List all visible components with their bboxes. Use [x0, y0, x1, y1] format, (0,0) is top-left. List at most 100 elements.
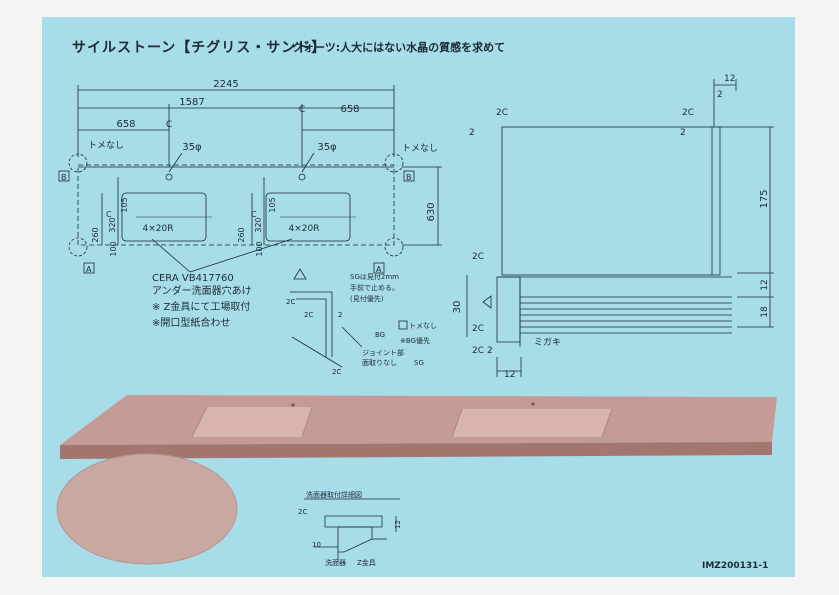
dim-320-right: 320 [254, 217, 263, 232]
edge-section [466, 79, 774, 377]
joint-2c-b: 2C [304, 311, 313, 319]
mount-dim-10: 10 [312, 541, 321, 549]
faucet-hole-render [531, 402, 535, 406]
joint-detail-labels: SGは見付2mm 手前で止める。 (見付優先) トメなし BG ※BG優先 ジョ… [286, 272, 437, 376]
center-mark: C [299, 105, 305, 115]
edge-section-labels: 12 2 2C 2C 2 2 175 12 18 30 2C 2C 2C 2 1… [452, 74, 770, 380]
joint-2c-c: 2C [332, 368, 341, 376]
dim-105-right: 105 [268, 197, 277, 212]
dim-2c-right: 2C [682, 108, 694, 118]
plan-labels: 2245 1587 658 658 C C 35φ 35φ トメなし トメなし … [61, 79, 438, 274]
dim-2c-a: 2C [472, 252, 484, 262]
faucet-hole-left [165, 173, 173, 181]
corner-circle [384, 153, 404, 173]
dim-260-left: 260 [91, 227, 100, 242]
countertop-top-surface [60, 395, 777, 445]
joint-note1: SGは見付2mm [350, 272, 399, 281]
mount-chamfer: 2C [298, 508, 307, 516]
basin-right [452, 409, 612, 437]
tag-b-right: B [406, 173, 412, 182]
tag-box-b-small [398, 320, 408, 330]
dim-2-top: 2 [717, 90, 723, 100]
joint-detail [290, 291, 408, 368]
bowl-radius-right: 4×20R [289, 224, 320, 234]
mount-dim-12: 12 [394, 520, 402, 529]
tag-box-a-right [373, 262, 385, 274]
corner-circle [68, 153, 88, 173]
dim-320-left: 320 [108, 217, 117, 232]
plan-view [58, 85, 442, 280]
joint-sg: SG [414, 359, 424, 367]
section-edge [496, 276, 521, 343]
view-arrow [293, 268, 307, 280]
tag-b-left: B [61, 173, 67, 182]
basin-mount-detail [304, 498, 400, 562]
notes-line2: ※ Z金具にて工場取付 [152, 300, 250, 313]
tag-box-b-left [58, 170, 70, 182]
dim-left: 658 [116, 119, 135, 130]
drawing-sheet: サイルストーン【チグリス・サンド】 クォーツ:人大にはない水晶の質感を求めて [42, 17, 795, 577]
notes-block: CERA VB417760 アンダー洗面器穴あけ ※ Z金具にて工場取付 ※開口… [152, 273, 252, 329]
mount-top [324, 515, 383, 528]
dim-100-left: 100 [109, 241, 118, 256]
dim-175: 175 [759, 189, 770, 208]
dim-2c-c: 2C [472, 346, 484, 356]
tag-a-right: A [376, 265, 382, 274]
dim-center: 1587 [179, 97, 204, 108]
notes-line1: アンダー洗面器穴あけ [152, 284, 252, 297]
bowl-radius-left: 4×20R [143, 224, 174, 234]
dim-overall: 2245 [213, 79, 238, 90]
mount-bracket [337, 526, 373, 553]
joint-joint1: ジョイント部 [362, 348, 404, 357]
dim-12-right: 12 [760, 279, 770, 290]
dim-depth: 630 [426, 202, 437, 221]
joint-joint2: 面取りなし [362, 359, 397, 367]
joint-note2: 手前で止める。 [350, 283, 399, 292]
hole-left: 35φ [182, 142, 202, 153]
dim-2-b: 2 [487, 346, 493, 356]
joint-tome: トメなし [409, 322, 437, 330]
subtitle: クォーツ:人大にはない水晶の質感を求めて [292, 41, 506, 54]
faucet-hole-render [291, 403, 295, 407]
dim-12-bottom: 12 [504, 370, 515, 380]
tag-box-b-right [403, 170, 415, 182]
joint-note3: (見付優先) [350, 294, 384, 303]
corner-note-left: トメなし [88, 140, 124, 151]
dim-12-top: 12 [724, 74, 735, 84]
corner-circle [68, 237, 88, 257]
corner-note-right: トメなし [402, 143, 438, 154]
material-swatch [57, 454, 237, 564]
dim-2-right: 2 [680, 128, 686, 138]
c-left: C [106, 210, 112, 219]
joint-bg-priority: ※BG優先 [400, 336, 430, 345]
basin-mount-labels: 洗面器取付詳細図 2C 10 12 洗面器 Z金具 [298, 490, 402, 567]
dim-18: 18 [760, 306, 770, 318]
joint-profile [290, 291, 333, 357]
corner-circle [384, 237, 404, 257]
section-top [501, 126, 721, 276]
notes-line3: ※開口型紙合わせ [152, 316, 230, 329]
dim-100-right: 100 [255, 241, 264, 256]
countertop-render [60, 395, 777, 459]
mount-bracket-label: Z金具 [357, 558, 376, 567]
dim-2-left: 2 [469, 128, 475, 138]
basin-left [192, 407, 312, 437]
countertop-front-edge [60, 442, 772, 459]
dim-105-left: 105 [120, 197, 129, 212]
drawing-number: IMZ200131-1 [702, 561, 769, 571]
faucet-hole-right [298, 173, 306, 181]
center-mark: C [166, 120, 172, 130]
dim-2c-b: 2C [472, 324, 484, 334]
mount-basin: 洗面器 [325, 558, 346, 567]
notes-model: CERA VB417760 [152, 273, 234, 284]
dim-right: 658 [340, 104, 359, 115]
countertop-outline [77, 164, 395, 246]
section-arrow [482, 295, 492, 309]
migaki-label: ミガキ [534, 337, 561, 348]
c-right: C [251, 210, 257, 219]
tag-box-a-left [83, 262, 95, 274]
hole-right: 35φ [317, 142, 337, 153]
tag-a-left: A [86, 265, 92, 274]
joint-2: 2 [338, 311, 342, 319]
dim-2c-left: 2C [496, 108, 508, 118]
